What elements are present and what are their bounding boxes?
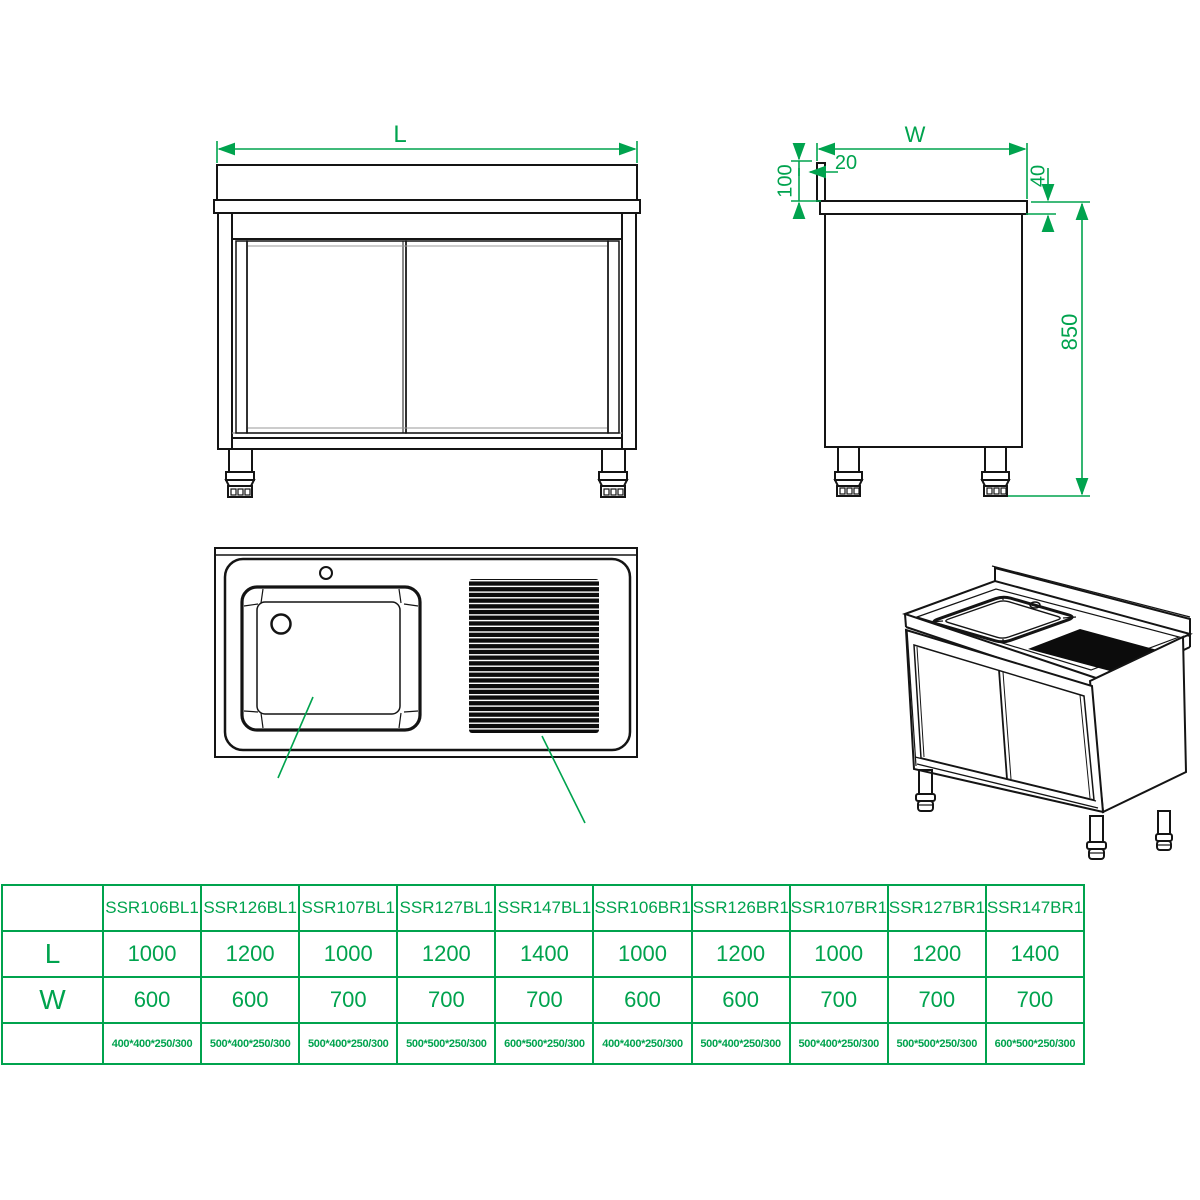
sink-bowl-outer [240, 585, 422, 732]
sink-size-cell: 500*400*250/300 [690, 1022, 791, 1065]
width-cell: 700 [396, 976, 497, 1024]
dim-850-label: 850 [1057, 314, 1082, 351]
top-worktop-outline [214, 547, 638, 758]
width-cell: 600 [200, 976, 301, 1024]
length-cell: 1000 [101, 930, 203, 978]
sink-size-cell: 500*400*250/300 [200, 1022, 301, 1065]
dimension-40 [1026, 168, 1090, 232]
model-header: SSR107BR1 [788, 884, 889, 932]
side-cabinet-body [824, 213, 1023, 448]
persp-sink-bottom [945, 600, 1061, 639]
perspective-view [901, 565, 1193, 860]
dimension-20 [798, 165, 838, 179]
side-front-leg [833, 446, 864, 497]
front-worktop [213, 199, 641, 214]
sink-size-cell: 400*400*250/300 [592, 1022, 693, 1065]
dim-40-label: 40 [1027, 165, 1049, 187]
model-header: SSR127BR1 [886, 884, 987, 932]
persp-front-left-leg [915, 769, 936, 812]
dimension-L [216, 141, 638, 163]
spec-table: SSR106BL1 SSR126BL1 SSR107BL1 SSR127BL1 … [1, 884, 1086, 1065]
length-cell: 1200 [886, 930, 987, 978]
sink-size-cell: 600*500*250/300 [494, 1022, 595, 1065]
persp-front-right-leg [1086, 815, 1107, 860]
sink-size-cell: 500*500*250/300 [396, 1022, 497, 1065]
model-header: SSR107BL1 [298, 884, 399, 932]
front-right-leg [597, 448, 629, 498]
table-row-sink-size: 400*400*250/300 500*400*250/300 500*400*… [1, 1022, 1086, 1065]
sink-size-cell: 400*400*250/300 [101, 1022, 203, 1065]
table-header-row: SSR106BL1 SSR126BL1 SSR107BL1 SSR127BL1 … [1, 884, 1086, 932]
sink-leader-line [277, 696, 314, 779]
dimension-850 [1006, 202, 1090, 497]
width-cell: 700 [298, 976, 399, 1024]
width-cell: 700 [494, 976, 595, 1024]
model-header: SSR106BL1 [101, 884, 203, 932]
front-bottom-rail [231, 437, 623, 450]
sink-size-cell: 600*500*250/300 [984, 1022, 1086, 1065]
side-worktop [819, 200, 1028, 215]
length-cell: 1200 [396, 930, 497, 978]
front-left-leg [224, 448, 256, 498]
length-cell: 1000 [298, 930, 399, 978]
row-label-L: L [1, 930, 104, 978]
front-right-track [607, 240, 620, 434]
front-cabinet-body [217, 212, 637, 450]
length-cell: 1400 [984, 930, 1086, 978]
width-cell: 700 [788, 976, 889, 1024]
sink-size-cell: 500*400*250/300 [788, 1022, 889, 1065]
persp-back-right-leg [1155, 810, 1173, 851]
side-rear-leg [980, 446, 1011, 497]
sink-size-cell: 500*500*250/300 [886, 1022, 987, 1065]
drain-hole [270, 613, 292, 635]
front-right-door [405, 240, 609, 434]
top-view [214, 547, 638, 824]
dimension-100 [791, 143, 821, 219]
sink-bowl-inner [256, 601, 401, 715]
model-header: SSR126BR1 [690, 884, 791, 932]
side-backsplash [816, 162, 826, 202]
width-cell: 700 [984, 976, 1086, 1024]
persp-door-divider [998, 669, 1008, 780]
model-header: SSR126BL1 [200, 884, 301, 932]
row-label-W: W [1, 976, 104, 1024]
dim-100-label: 100 [774, 164, 796, 197]
front-left-door [246, 240, 407, 434]
persp-sink-rim [932, 595, 1074, 644]
corner-cell [1, 884, 104, 932]
width-cell: 700 [886, 976, 987, 1024]
model-header: SSR106BR1 [592, 884, 693, 932]
tap-hole [319, 566, 333, 580]
length-cell: 1400 [494, 930, 595, 978]
table-row-length: L 1000 1200 1000 1200 1400 1000 1200 100… [1, 930, 1086, 978]
sink-size-cell: 500*400*250/300 [298, 1022, 399, 1065]
dimension-W [816, 142, 1028, 199]
side-view: W 20 100 40 [774, 122, 1090, 497]
top-worktop-rim [223, 557, 632, 752]
front-left-track [235, 240, 248, 434]
model-header: SSR127BL1 [396, 884, 497, 932]
length-cell: 1000 [788, 930, 889, 978]
dim-L-label: L [393, 121, 406, 148]
front-view: L [213, 121, 641, 498]
drainboard-ribbed [469, 579, 599, 733]
front-backsplash [216, 164, 638, 201]
width-cell: 600 [690, 976, 791, 1024]
persp-tap-hole [1029, 601, 1041, 609]
width-cell: 600 [101, 976, 203, 1024]
width-cell: 600 [592, 976, 693, 1024]
model-header: SSR147BL1 [494, 884, 595, 932]
length-cell: 1200 [200, 930, 301, 978]
length-cell: 1000 [592, 930, 693, 978]
dim-20-label: 20 [835, 152, 857, 174]
row-label-sink [1, 1022, 104, 1065]
model-header: SSR147BR1 [984, 884, 1086, 932]
length-cell: 1200 [690, 930, 791, 978]
drainboard-leader-line [541, 735, 586, 824]
persp-drainboard [1028, 629, 1161, 671]
dim-W-label: W [905, 122, 926, 147]
table-row-width: W 600 600 700 700 700 600 600 700 700 70… [1, 976, 1086, 1024]
